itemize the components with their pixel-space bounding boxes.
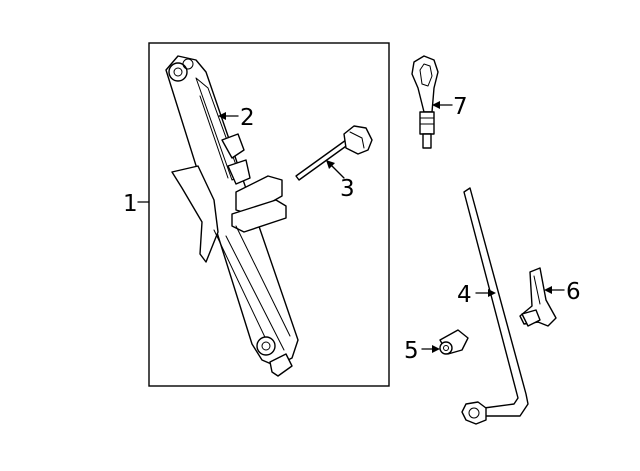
callout-1: 1 bbox=[123, 191, 138, 217]
callout-3: 3 bbox=[340, 176, 355, 202]
callout-5: 5 bbox=[404, 338, 419, 364]
wheel-wrench-bar[interactable] bbox=[461, 187, 529, 425]
callout-4: 4 bbox=[457, 282, 472, 308]
jack-handle[interactable] bbox=[295, 125, 373, 181]
bracket-clip[interactable] bbox=[519, 267, 557, 327]
plug-bolt[interactable] bbox=[439, 329, 469, 355]
callout-2: 2 bbox=[240, 105, 255, 131]
leader-3 bbox=[329, 163, 345, 179]
callout-6: 6 bbox=[566, 279, 581, 305]
tow-hook[interactable] bbox=[411, 55, 439, 149]
scissor-jack[interactable] bbox=[165, 55, 299, 377]
callout-7: 7 bbox=[453, 94, 468, 120]
jack-assembly-box bbox=[148, 42, 390, 387]
